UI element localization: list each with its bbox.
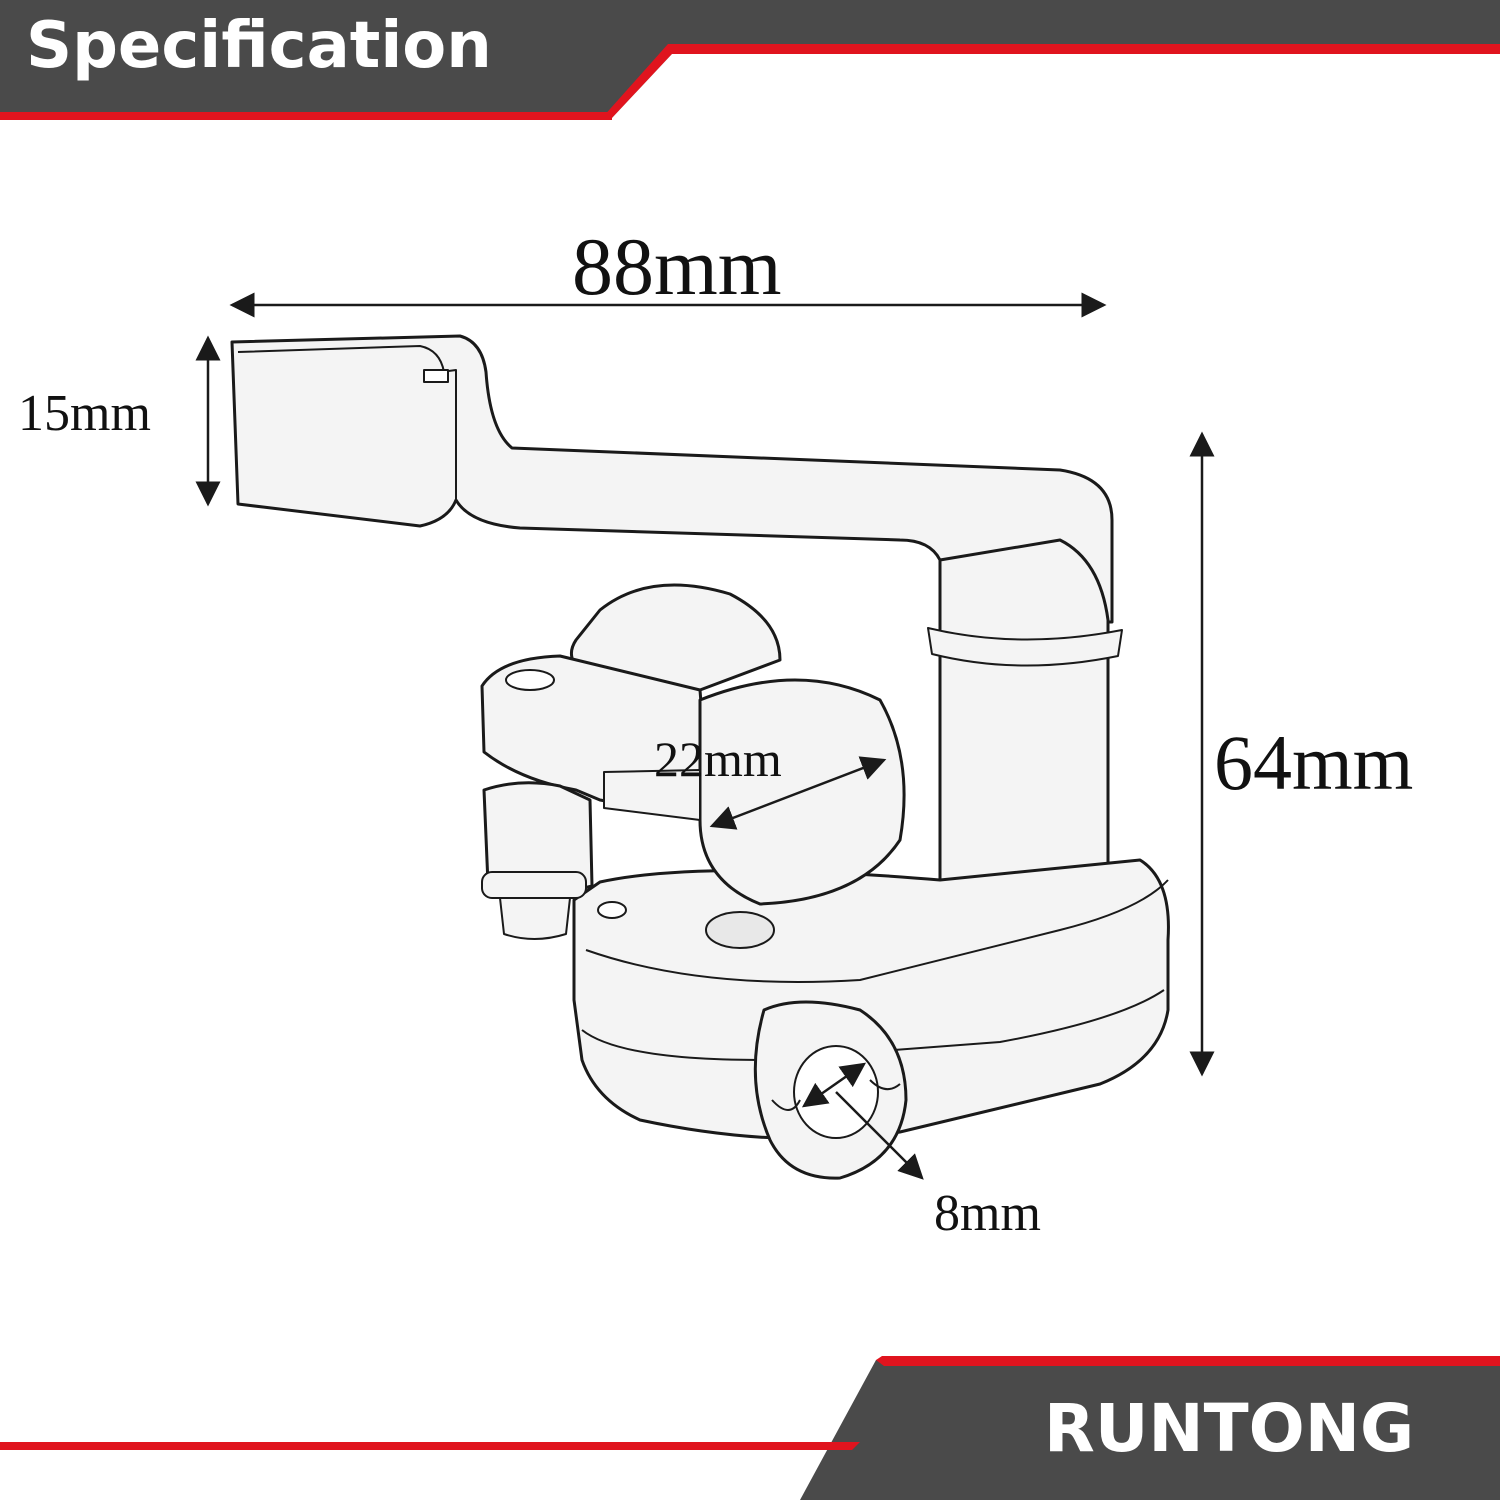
lever-height-label: 15mm xyxy=(18,385,151,442)
clamp-diameter-arrow xyxy=(709,756,887,830)
header-banner xyxy=(0,0,1500,120)
cable-hole-label: 8mm xyxy=(934,1185,1041,1242)
footer-banner xyxy=(0,1356,1500,1500)
throttle-sketch xyxy=(230,334,1170,1180)
height-label: 64mm xyxy=(1214,719,1414,806)
page-title: Specification xyxy=(26,9,492,83)
dimension-arrows xyxy=(195,292,1215,1180)
clamp-diameter-label: 22mm xyxy=(654,731,782,787)
cable-leader-arrow xyxy=(835,1091,924,1180)
brand-name: RUNTONG xyxy=(1044,1390,1415,1467)
cable-diameter-arrow xyxy=(801,1062,867,1108)
pivot-column xyxy=(938,538,1110,906)
lever-arm xyxy=(230,334,1114,624)
width-label: 88mm xyxy=(572,221,782,312)
